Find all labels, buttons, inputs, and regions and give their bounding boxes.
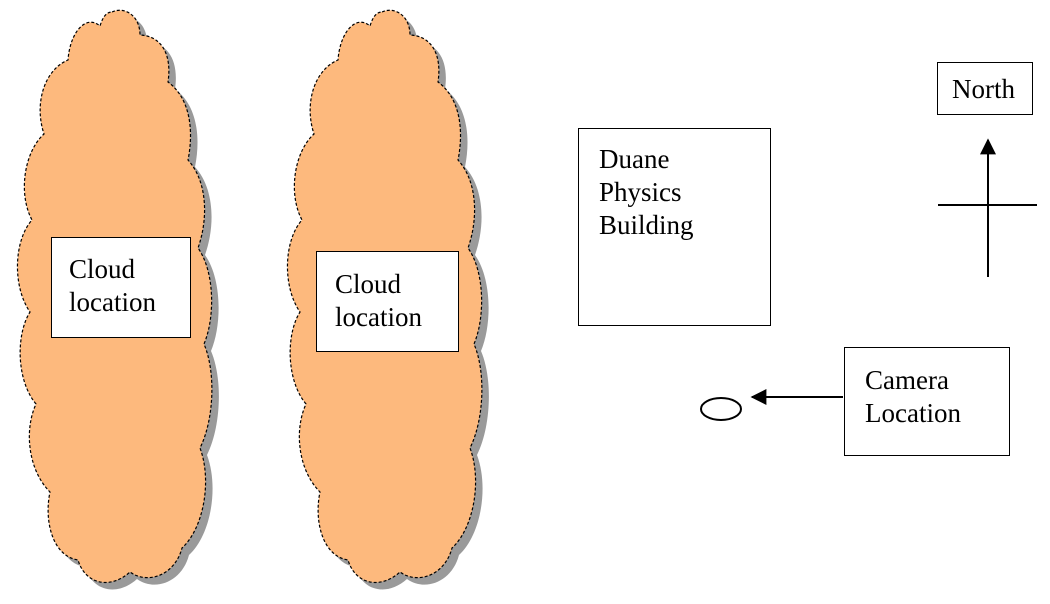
cloud-location-label-1: Cloud location xyxy=(51,237,191,338)
camera-label-line-2: Location xyxy=(865,398,961,428)
camera-location-label: Camera Location xyxy=(844,347,1010,456)
building-label-line-2: Physics xyxy=(599,177,682,207)
duane-physics-building-box: Duane Physics Building xyxy=(578,128,771,326)
building-label-line-3: Building xyxy=(599,210,694,240)
building-label-line-1: Duane xyxy=(599,144,670,174)
camera-label-line-1: Camera xyxy=(865,365,949,395)
cloud-label-2-line-2: location xyxy=(335,302,422,332)
cloud-location-label-2: Cloud location xyxy=(316,251,459,352)
camera-marker-icon xyxy=(700,397,742,421)
north-label: North xyxy=(937,62,1033,115)
cloud-label-1-line-2: location xyxy=(69,287,156,317)
north-label-text: North xyxy=(952,74,1015,104)
cloud-label-1-line-1: Cloud xyxy=(69,254,136,284)
compass-icon xyxy=(938,138,1037,277)
cloud-label-2-line-1: Cloud xyxy=(335,269,402,299)
